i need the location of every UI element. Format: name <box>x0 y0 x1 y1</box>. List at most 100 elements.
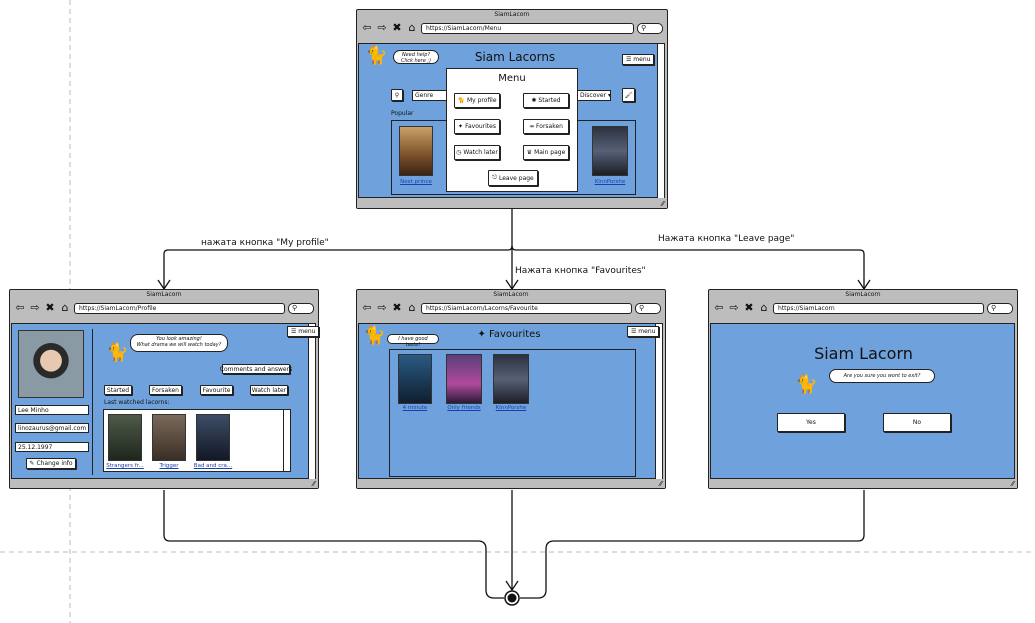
browser-nav: ⇦ ⇨ ✖ ⌂ https://SiamLacorn/Profile ⚲ <box>14 301 314 315</box>
poster-caption[interactable]: Trigger <box>159 463 179 469</box>
home-icon[interactable]: ⌂ <box>408 21 416 34</box>
arrow-left-icon[interactable]: ⇦ <box>362 301 372 314</box>
profile-divider <box>92 329 93 475</box>
arrow-icon: ⇸ <box>529 123 535 130</box>
genre-select[interactable]: Genre <box>412 90 450 101</box>
menu-modal-title: Menu <box>498 73 526 84</box>
cat-logo-icon: 🐈 <box>365 45 388 66</box>
yes-button[interactable]: Yes <box>777 413 845 432</box>
favourites-button[interactable]: ✦Favourites <box>454 119 500 134</box>
close-icon[interactable]: ✖ <box>45 301 55 314</box>
comments-button[interactable]: Comments and answers <box>219 364 293 374</box>
started-button[interactable]: ✺Started <box>523 93 569 108</box>
close-icon[interactable]: ✖ <box>392 301 402 314</box>
search-icon[interactable]: ⚲ <box>288 302 314 314</box>
last-watched-label: Last watched lacorns: <box>104 399 170 406</box>
poster-kinnporshe[interactable] <box>592 126 628 176</box>
url-field[interactable]: https://SiamLacorn <box>773 302 984 314</box>
edge-label-favourites: Нажата кнопка "Favourites" <box>514 266 647 276</box>
poster-4-minute[interactable] <box>398 354 432 404</box>
email-field[interactable]: linozaurus@gmail.com <box>15 423 89 433</box>
home-icon[interactable]: ⌂ <box>408 301 416 314</box>
menu-button[interactable]: ☰ menu <box>622 54 655 65</box>
forsaken-button[interactable]: Forsaken <box>149 385 182 395</box>
resize-grip-icon[interactable]: ⁄⁄ <box>312 480 315 488</box>
arrow-right-icon[interactable]: ⇨ <box>377 21 387 34</box>
exit-heading: Siam Lacorn <box>814 344 913 363</box>
favourites-heading-label: Favourites <box>489 329 541 340</box>
arrow-left-icon[interactable]: ⇦ <box>714 301 724 314</box>
name-field[interactable]: Lee Minho <box>15 405 89 415</box>
resize-grip-icon[interactable]: ⁄⁄ <box>659 480 662 488</box>
close-icon[interactable]: ✖ <box>744 301 754 314</box>
panel-scrollbar[interactable] <box>283 410 290 471</box>
url-field[interactable]: https://SiamLacorn/Profile <box>74 302 285 314</box>
birthdate-field[interactable]: 25.12.1997 <box>15 442 89 452</box>
home-icon[interactable]: ⌂ <box>760 301 768 314</box>
scrollbar[interactable] <box>308 324 315 479</box>
main-page-button[interactable]: ♛Main page <box>523 145 569 160</box>
poster-caption[interactable]: KinnPorshe <box>594 179 626 185</box>
scrollbar[interactable] <box>655 324 662 479</box>
poster-caption[interactable]: Bad and cra... <box>193 463 233 469</box>
poster-caption[interactable]: Next prince <box>400 179 432 185</box>
poster-kinnporshe[interactable] <box>493 354 529 404</box>
poster-trigger[interactable] <box>152 414 186 461</box>
resize-grip-icon[interactable]: ⁄⁄ <box>661 200 664 208</box>
arrow-left-icon[interactable]: ⇦ <box>362 21 372 34</box>
home-icon[interactable]: ⌂ <box>61 301 69 314</box>
url-field[interactable]: https://SiamLacorn/Menu <box>421 22 634 34</box>
menu-button[interactable]: ☰ menu <box>627 326 660 337</box>
watch-later-button[interactable]: Watch later <box>250 385 288 395</box>
poster-caption[interactable]: Strangers fr... <box>106 463 144 469</box>
help-bubble[interactable]: Need help? Click here ;) <box>393 50 439 64</box>
window-title: SiamLacorn <box>493 291 529 298</box>
search-icon[interactable]: ⚲ <box>987 302 1013 314</box>
search-icon[interactable]: ⚲ <box>635 302 661 314</box>
edge-label-leave-page: Нажата кнопка "Leave page" <box>657 234 796 244</box>
resize-grip-icon[interactable]: ⁄⁄ <box>1011 480 1014 488</box>
poster-bad-and-crazy[interactable] <box>196 414 230 461</box>
hamburger-icon: ☰ <box>626 56 634 63</box>
popular-label: Popular <box>391 110 414 117</box>
forsaken-button[interactable]: ⇸Forsaken <box>523 119 569 134</box>
brush-icon[interactable]: 🖌 <box>622 88 635 102</box>
edge-label-my-profile: нажата кнопка "My profile" <box>200 238 330 248</box>
poster-only-friends[interactable] <box>446 354 482 404</box>
search-button[interactable]: ⚲ <box>391 89 403 101</box>
close-icon[interactable]: ✖ <box>392 21 402 34</box>
url-field[interactable]: https://SiamLacorn/Lacorns/Favourite <box>421 302 632 314</box>
favourite-button[interactable]: Favourite <box>200 385 233 395</box>
hamburger-icon: ☰ <box>631 328 639 335</box>
menu-window: SiamLacorn ⇦ ⇨ ✖ ⌂ https://SiamLacorn/Me… <box>356 9 668 209</box>
sparkle-icon: ✦ <box>458 123 464 130</box>
search-icon[interactable]: ⚲ <box>637 22 663 34</box>
arrow-right-icon[interactable]: ⇨ <box>377 301 387 314</box>
poster-caption[interactable]: 4 minute <box>402 405 428 411</box>
leave-page-label: Leave page <box>499 174 534 182</box>
poster-caption[interactable]: Only friends <box>447 405 481 411</box>
exit-window: SiamLacorn ⇦ ⇨ ✖ ⌂ https://SiamLacorn ⚲ … <box>708 289 1018 489</box>
status-bar: ⁄⁄ <box>709 480 1017 488</box>
profile-window: SiamLacorn ⇦ ⇨ ✖ ⌂ https://SiamLacorn/Pr… <box>9 289 320 489</box>
watch-later-button[interactable]: ◷Watch later <box>454 145 500 160</box>
clock-icon: ◷ <box>456 149 462 156</box>
poster-next-prince[interactable] <box>399 126 433 176</box>
menu-button[interactable]: ☰ menu <box>287 326 320 337</box>
discover-select[interactable]: Discover ▾ <box>577 90 611 101</box>
status-bar: ⁄⁄ <box>357 480 665 488</box>
main-page-label: Main page <box>534 149 566 156</box>
arrow-left-icon[interactable]: ⇦ <box>15 301 25 314</box>
scrollbar[interactable] <box>657 44 664 198</box>
poster-strangers[interactable] <box>108 414 142 461</box>
arrow-right-icon[interactable]: ⇨ <box>30 301 40 314</box>
started-button[interactable]: Started <box>104 385 132 395</box>
chevron-down-icon: ▾ <box>606 92 611 99</box>
poster-caption[interactable]: KinnPorshe <box>495 405 527 411</box>
menu-button-label: menu <box>633 56 651 63</box>
change-info-button[interactable]: ✎Change info <box>26 458 76 469</box>
no-button[interactable]: No <box>883 413 951 432</box>
leave-page-button[interactable]: ⎋Leave page <box>488 170 538 186</box>
my-profile-button[interactable]: 🐈My profile <box>454 93 500 108</box>
arrow-right-icon[interactable]: ⇨ <box>729 301 739 314</box>
